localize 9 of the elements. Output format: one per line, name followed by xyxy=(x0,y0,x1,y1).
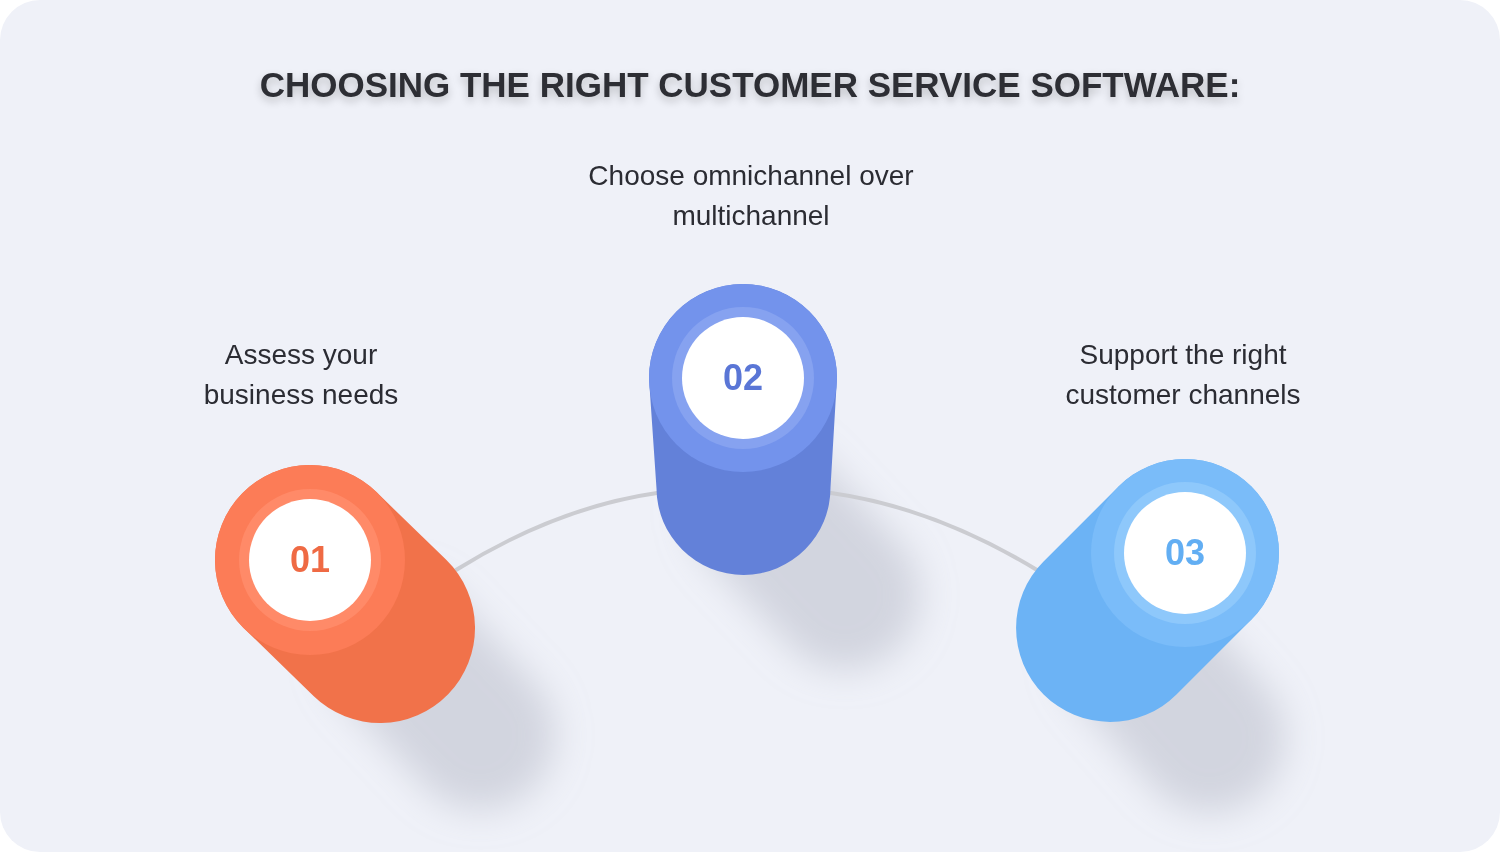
step-caption: Assess your business needs xyxy=(202,338,400,412)
connector-arc xyxy=(829,491,1039,572)
step-capsule xyxy=(215,465,475,723)
step-capsule xyxy=(649,284,837,575)
step-caption: Choose omnichannel over multichannel xyxy=(587,159,915,233)
title: CHOOSING THE RIGHT CUSTOMER SERVICE SOFTWARE: xyxy=(259,65,1241,105)
step-caption: Support the right customer channels xyxy=(1064,338,1302,412)
step-capsule xyxy=(1016,459,1279,722)
connector-arc xyxy=(454,491,659,572)
